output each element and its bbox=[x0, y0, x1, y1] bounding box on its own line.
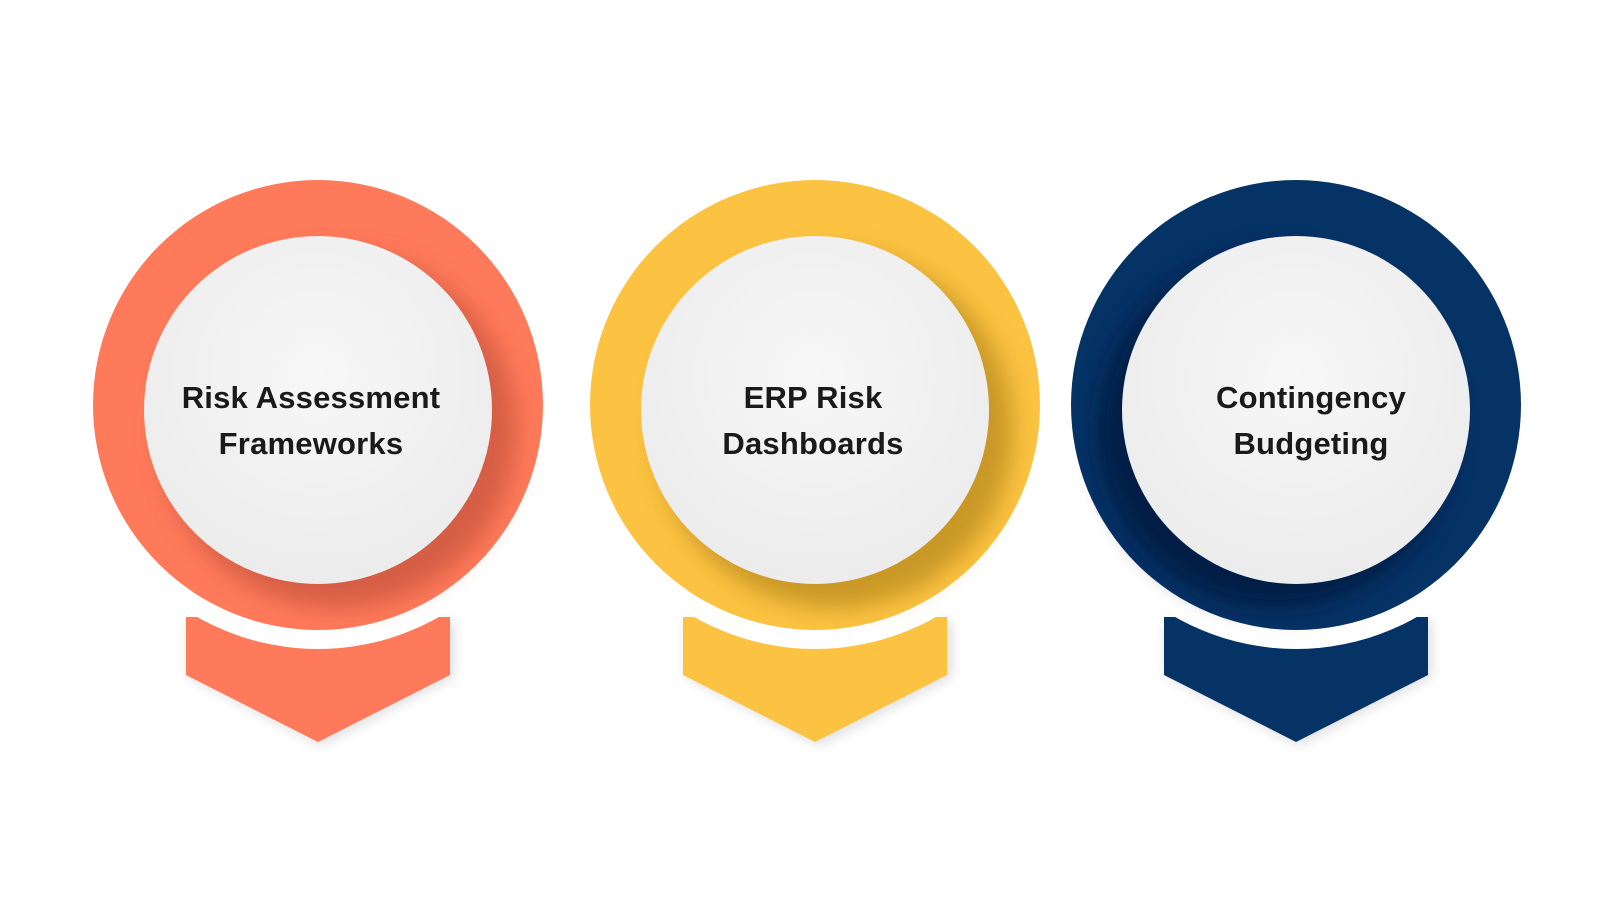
badge-3-label-line2: Budgeting bbox=[1233, 426, 1389, 461]
badge-1-label: Risk Assessment Frameworks bbox=[161, 375, 461, 467]
badge-2-label-line2: Dashboards bbox=[722, 426, 904, 461]
badge-1 bbox=[74, 161, 562, 746]
badge-1-label-line1: Risk Assessment bbox=[181, 380, 441, 415]
badge-2-inner-circle bbox=[641, 236, 989, 584]
badge-3-label-line1: Contingency bbox=[1216, 380, 1406, 415]
badge-2-arrow bbox=[683, 617, 947, 742]
badge-3-arrow bbox=[1164, 617, 1428, 742]
badge-1-arrow bbox=[186, 617, 450, 742]
badge-3-inner-circle bbox=[1122, 236, 1470, 584]
badge-2-label-line1: ERP Risk bbox=[743, 380, 883, 415]
badge-2-label: ERP Risk Dashboards bbox=[663, 375, 963, 467]
badge-3-label: Contingency Budgeting bbox=[1161, 375, 1461, 467]
badge-1-label-line2: Frameworks bbox=[218, 426, 404, 461]
badge-2 bbox=[571, 161, 1059, 746]
badge-1-inner-circle bbox=[144, 236, 492, 584]
badge-3 bbox=[1052, 161, 1540, 746]
